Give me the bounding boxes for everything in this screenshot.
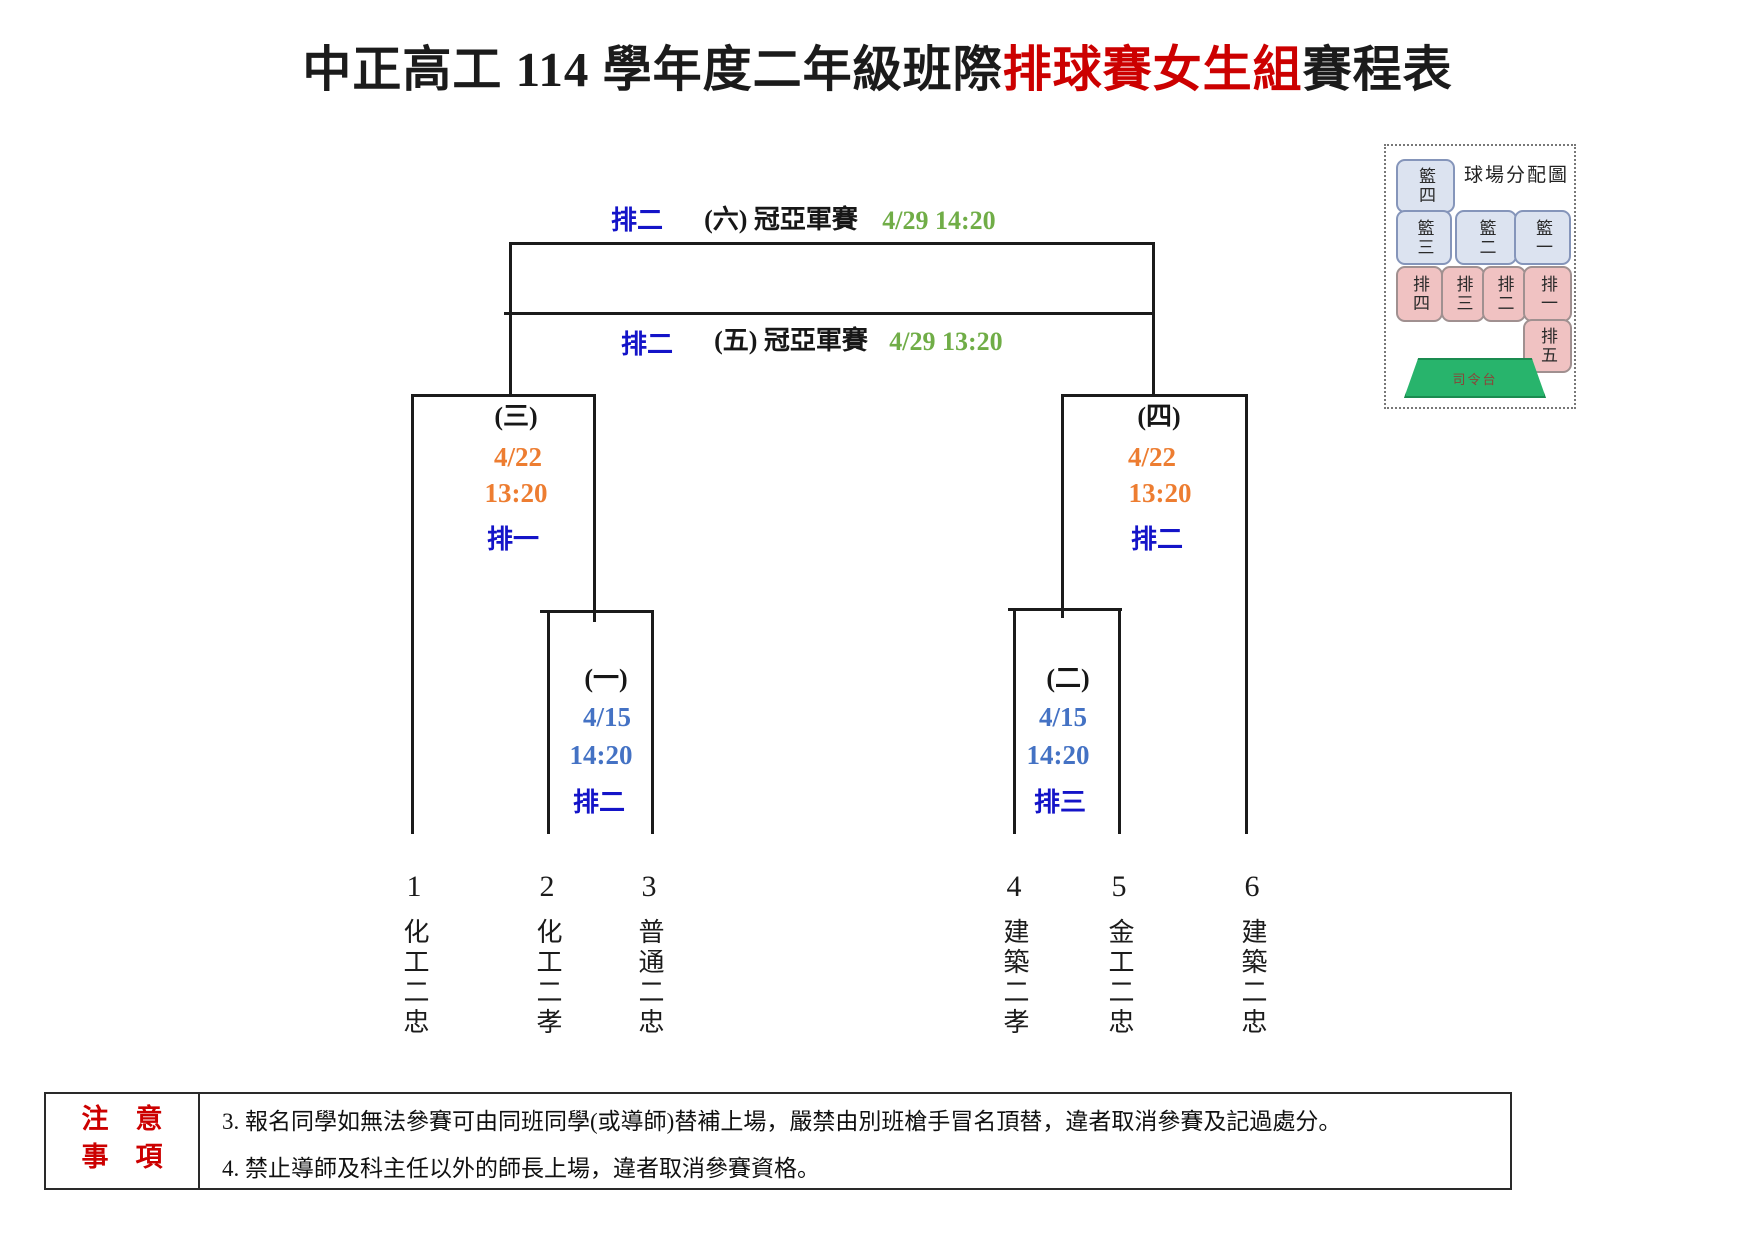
team-1-number: 1: [406, 870, 422, 903]
bracket-line-final-bottom: [504, 312, 1152, 315]
court-volleyball-1: 排一: [1523, 266, 1572, 322]
team-5-number: 5: [1111, 870, 1127, 903]
notes-header-line2: 事 項: [81, 1142, 163, 1172]
notes-box: 注 意 事 項 3. 報名同學如無法參賽可由同班同學(或導師)替補上場，嚴禁由別…: [44, 1092, 1512, 1190]
match1-court: 排二: [572, 788, 626, 817]
court-volleyball-2: 排二: [1482, 266, 1526, 322]
match3-time: 13:20: [484, 478, 548, 508]
title-part2: 賽程表: [1302, 42, 1453, 97]
bracket-connector-semi-left-quarter: [593, 394, 596, 622]
match4-court: 排二: [1130, 525, 1184, 554]
final-bottom-court-label: 排二: [620, 330, 674, 359]
team-3-name: 普通二忠: [635, 918, 664, 1038]
team-4-name: 建築二孝: [1000, 918, 1029, 1038]
bracket-line-team4: [1013, 608, 1016, 834]
bracket-line-team5: [1118, 608, 1121, 834]
bracket-line-team2: [547, 610, 550, 834]
bracket-line-quarter-right-top: [1008, 608, 1122, 611]
match2-time: 14:20: [1026, 740, 1090, 770]
team-6-number: 6: [1244, 870, 1260, 903]
team-4-number: 4: [1006, 870, 1022, 903]
stage-platform: 司令台: [1404, 358, 1546, 398]
court-basketball-3: 籃三: [1396, 210, 1452, 265]
team-2-name: 化工二孝: [533, 918, 562, 1038]
note-item-4: 4. 禁止導師及科主任以外的師長上場，違者取消參賽資格。: [222, 1156, 820, 1181]
final-top-datetime: 4/29 14:20: [882, 206, 996, 235]
court-volleyball-3: 排三: [1441, 266, 1485, 322]
final-top-court-label: 排二: [610, 206, 664, 235]
note-item-3: 3. 報名同學如無法參賽可由同班同學(或導師)替補上場，嚴禁由別班槍手冒名頂替，…: [222, 1109, 1342, 1134]
match2-id: (二): [1046, 664, 1090, 693]
bracket-connector-semi-right-quarter: [1061, 394, 1064, 618]
team-1-name: 化工二忠: [400, 918, 429, 1038]
team-2-number: 2: [539, 870, 555, 903]
bracket-line-quarter-left-top: [540, 610, 654, 613]
match1-time: 14:20: [569, 740, 633, 770]
match2-date: 4/15: [1038, 702, 1088, 732]
match4-time: 13:20: [1128, 478, 1192, 508]
title-highlight: 排球賽女生組: [1002, 42, 1303, 97]
court-map-title: 球場分配圖: [1463, 165, 1569, 186]
court-basketball-2: 籃二: [1455, 210, 1517, 265]
court-basketball-4: 籃四: [1396, 159, 1455, 213]
notes-items: 3. 報名同學如無法參賽可由同班同學(或導師)替補上場，嚴禁由別班槍手冒名頂替，…: [222, 1098, 1341, 1183]
bracket-connector-left-final: [509, 242, 512, 397]
match3-court: 排一: [486, 525, 540, 554]
bracket-line-semi-left-top: [411, 394, 595, 397]
team-5-name: 金工二忠: [1105, 918, 1134, 1038]
notes-header-line1: 注 意: [81, 1104, 163, 1134]
notes-header: 注 意 事 項: [46, 1100, 198, 1176]
court-volleyball-4: 排四: [1396, 266, 1443, 322]
final-top-match-label: (六) 冠亞軍賽: [704, 205, 858, 234]
final-bottom-datetime: 4/29 13:20: [889, 327, 1003, 356]
court-allocation-map: 球場分配圖 籃四 籃三 籃二 籃一 排四 排三 排二 排一 排五 司令台: [1384, 144, 1576, 409]
match3-id: (三): [494, 402, 538, 431]
title-part1: 中正高工 114 學年度二年級班際: [302, 42, 1003, 97]
page-title: 中正高工 114 學年度二年級班際排球賽女生組賽程表: [0, 30, 1755, 101]
bracket-line-team1: [411, 394, 414, 834]
notes-divider: [198, 1094, 200, 1188]
match2-court: 排三: [1033, 788, 1087, 817]
final-bottom-match-label: (五) 冠亞軍賽: [714, 326, 868, 355]
bracket-line-team6: [1245, 394, 1248, 834]
court-basketball-1: 籃一: [1514, 210, 1571, 265]
bracket-line-team3: [651, 610, 654, 834]
bracket-line-final-top: [510, 242, 1155, 245]
bracket-connector-right-final: [1152, 242, 1155, 397]
match1-id: (一): [584, 664, 628, 693]
match1-date: 4/15: [582, 702, 632, 732]
match4-id: (四): [1137, 402, 1181, 431]
team-6-name: 建築二忠: [1238, 918, 1267, 1038]
match3-date: 4/22: [493, 442, 543, 472]
match4-date: 4/22: [1127, 442, 1177, 472]
team-3-number: 3: [641, 870, 657, 903]
